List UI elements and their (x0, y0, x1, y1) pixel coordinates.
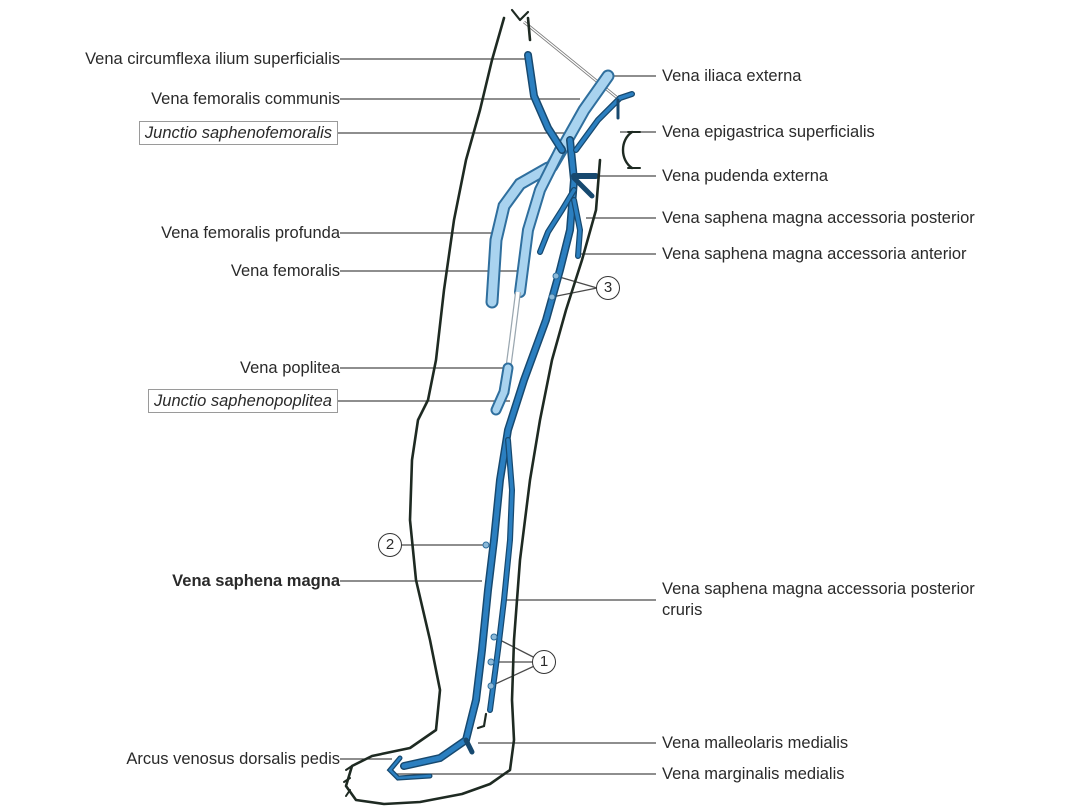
label-epigastrica: Vena epigastrica superficialis (662, 122, 875, 142)
label-accessoria-posterior: Vena saphena magna accessoria posterior (662, 208, 975, 228)
label-femoralis: Vena femoralis (231, 261, 340, 281)
label-poplitea: Vena poplitea (240, 358, 340, 378)
label-accessoria-anterior: Vena saphena magna accessoria anterior (662, 244, 967, 264)
marker-3: 3 (596, 276, 620, 300)
label-arcus: Arcus venosus dorsalis pedis (126, 749, 340, 769)
label-malleolaris: Vena malleolaris medialis (662, 733, 848, 753)
label-pudenda: Vena pudenda externa (662, 166, 828, 186)
marker-2: 2 (378, 533, 402, 557)
label-iliaca-externa: Vena iliaca externa (662, 66, 801, 86)
marker-1: 1 (532, 650, 556, 674)
perforator-dots (483, 273, 559, 689)
label-junctio-saphenofemoralis: Junctio saphenofemoralis (139, 121, 338, 145)
label-femoralis-communis: Vena femoralis communis (151, 89, 340, 109)
label-junctio-saphenopoplitea: Junctio saphenopoplitea (148, 389, 338, 413)
label-accessoria-cruris: Vena saphena magna accessoria posterior … (662, 579, 992, 621)
label-femoralis-profunda: Vena femoralis profunda (161, 223, 340, 243)
label-marginalis: Vena marginalis medialis (662, 764, 845, 784)
label-saphena-magna: Vena saphena magna (172, 571, 340, 591)
label-circumflexa: Vena circumflexa ilium superficialis (85, 49, 340, 69)
